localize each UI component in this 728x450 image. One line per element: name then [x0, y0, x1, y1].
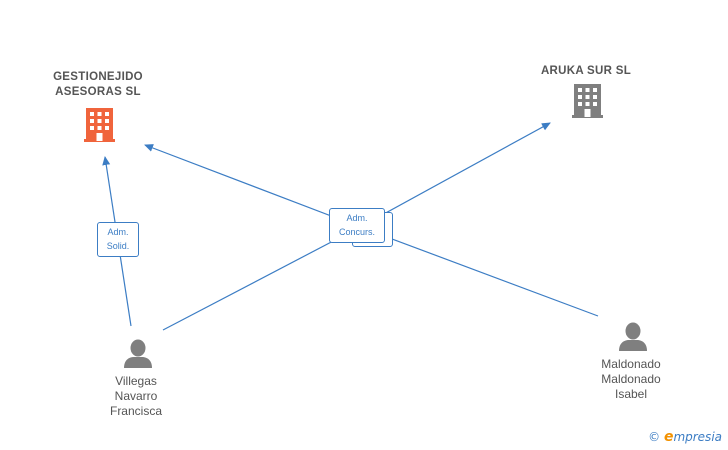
- empresia-logo-text: mpresia: [673, 430, 722, 444]
- edge-label-line: Adm.: [346, 213, 368, 223]
- building-icon[interactable]: [572, 84, 603, 118]
- empresia-watermark: © empresia: [648, 429, 722, 445]
- edge-maldonado-to-hub: [359, 226, 599, 317]
- copyright-icon: ©: [648, 430, 661, 444]
- empresia-logo-initial: e: [663, 429, 674, 445]
- person-label-villegas[interactable]: Villegas Navarro Francisca: [109, 374, 162, 418]
- person-label-maldonado[interactable]: Maldonado Maldonado Isabel: [601, 357, 661, 401]
- person-icon[interactable]: [619, 322, 647, 352]
- edge-villegas-to-hub: [162, 226, 361, 331]
- edge-hub-to-aruka: [359, 122, 551, 228]
- edge-label-adm-concurs[interactable]: Adm. Concurs.: [329, 208, 385, 243]
- edge-label-line: Adm.: [107, 227, 129, 237]
- building-icon[interactable]: [84, 108, 115, 142]
- edge-label-adm-solid[interactable]: Adm. Solid.: [97, 222, 139, 257]
- edge-label-line: Concurs.: [338, 227, 375, 237]
- edge-hub-to-gestionejido: [144, 144, 361, 228]
- edge-label-line: Solid.: [106, 241, 130, 251]
- company-label-gestionejido[interactable]: GESTIONEJIDO ASESORAS SL: [53, 71, 143, 98]
- person-icon[interactable]: [124, 339, 152, 369]
- company-label-aruka[interactable]: ARUKA SUR SL: [540, 65, 632, 77]
